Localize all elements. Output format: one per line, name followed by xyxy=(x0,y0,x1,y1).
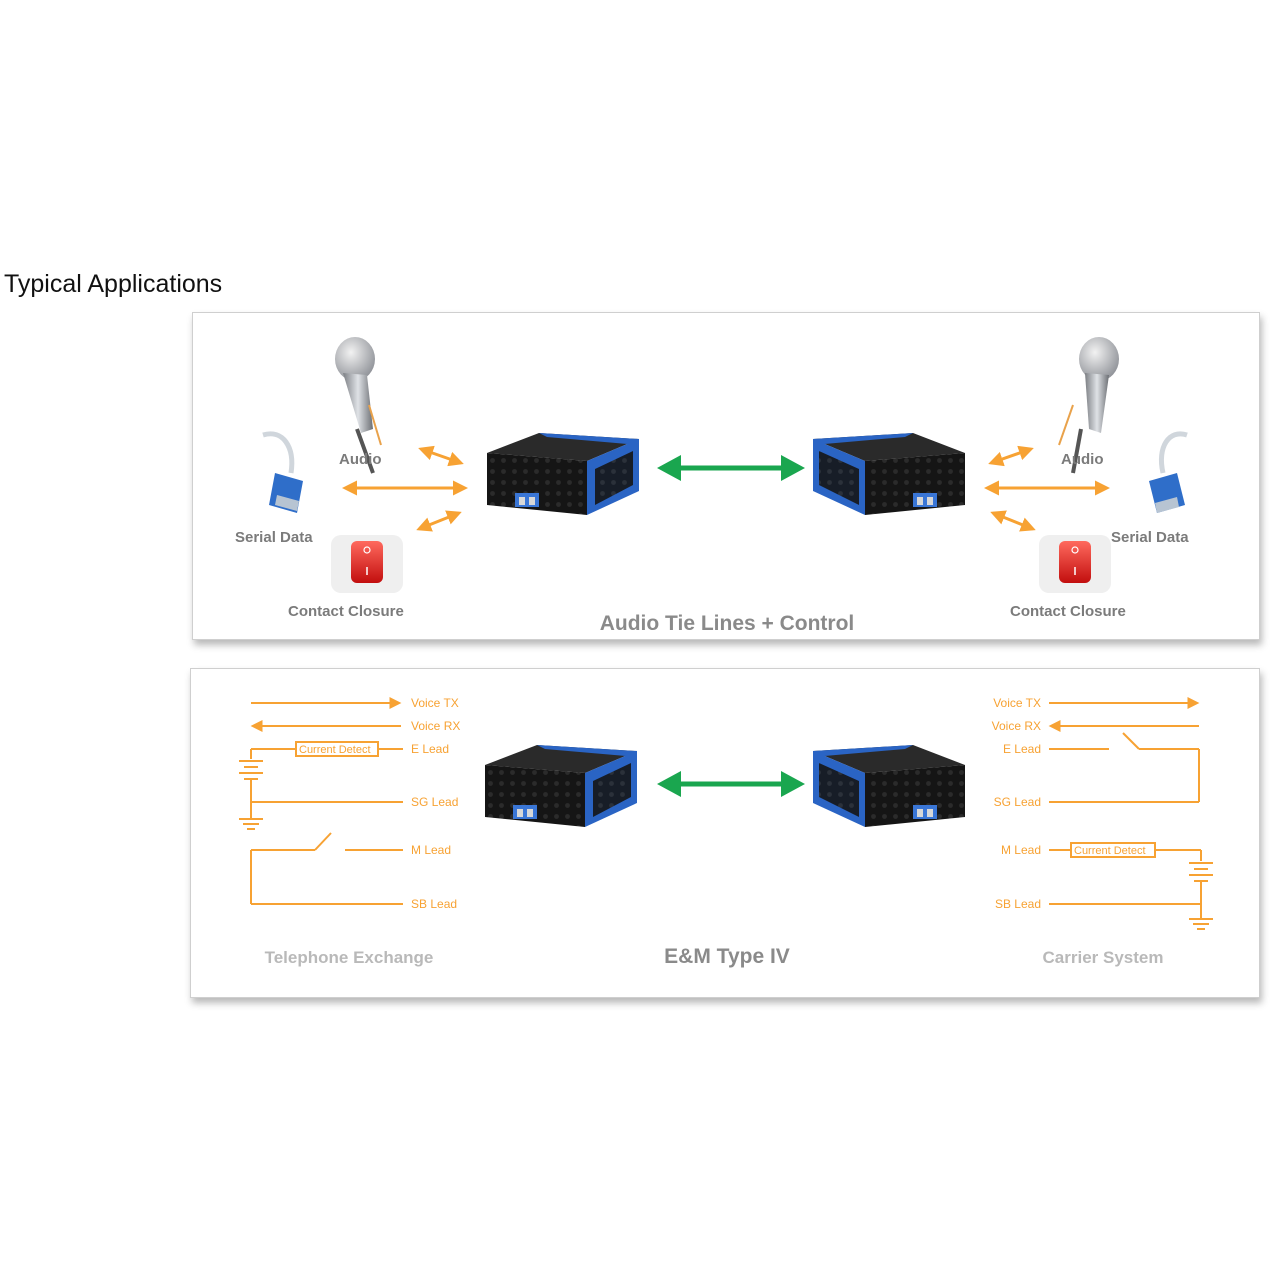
m-lead-right: M Lead xyxy=(1001,843,1041,857)
signal-arrows-left xyxy=(342,445,468,532)
voice-tx-left: Voice TX xyxy=(411,696,459,710)
sg-lead-left: SG Lead xyxy=(411,795,458,809)
panel-title-audio-tie-lines: Audio Tie Lines + Control xyxy=(600,612,855,635)
fiber-converter-device xyxy=(813,745,965,827)
db9-serial-connector-icon xyxy=(1149,431,1188,513)
carrier-system-wiring xyxy=(1048,697,1213,930)
microphone-icon xyxy=(335,337,382,474)
red-switch-icon xyxy=(1039,535,1111,593)
audio-label-left: Audio xyxy=(339,451,382,468)
current-detect-right: Current Detect xyxy=(1074,845,1146,857)
e-lead-right: E Lead xyxy=(1003,742,1041,756)
carrier-system-caption: Carrier System xyxy=(1043,948,1164,967)
serial-data-label-right: Serial Data xyxy=(1111,529,1189,546)
sb-lead-left: SB Lead xyxy=(411,897,457,911)
db9-serial-connector-icon xyxy=(262,431,303,513)
telephone-exchange-caption: Telephone Exchange xyxy=(265,948,434,967)
page-title: Typical Applications xyxy=(4,270,223,298)
fiber-converter-device xyxy=(487,433,639,515)
sg-lead-right: SG Lead xyxy=(994,795,1041,809)
sb-lead-right: SB Lead xyxy=(995,897,1041,911)
signal-arrows-right xyxy=(984,445,1110,532)
serial-data-label-left: Serial Data xyxy=(235,529,313,546)
voice-rx-right: Voice RX xyxy=(992,719,1041,733)
panel-title-em-type-iv: E&M Type IV xyxy=(664,945,790,968)
contact-closure-label-right: Contact Closure xyxy=(1010,603,1126,620)
red-switch-icon xyxy=(331,535,403,593)
audio-tie-lines-panel: Audio Serial Data Contact Closure Audio … xyxy=(192,312,1260,640)
contact-closure-label-left: Contact Closure xyxy=(288,603,404,620)
m-lead-left: M Lead xyxy=(411,843,451,857)
e-lead-left: E Lead xyxy=(411,742,449,756)
fiber-converter-device xyxy=(485,745,637,827)
fiber-link-arrow xyxy=(657,455,805,481)
voice-rx-left: Voice RX xyxy=(411,719,460,733)
voice-tx-right: Voice TX xyxy=(993,696,1041,710)
audio-label-right: Audio xyxy=(1061,451,1104,468)
microphone-icon xyxy=(1058,337,1119,474)
em-type-iv-panel: Current Detect Voice TX Voice RX E Lead … xyxy=(190,668,1260,998)
fiber-converter-device xyxy=(813,433,965,515)
fiber-link-arrow xyxy=(657,771,805,797)
current-detect-left: Current Detect xyxy=(299,744,371,756)
telephone-exchange-wiring xyxy=(239,697,403,905)
